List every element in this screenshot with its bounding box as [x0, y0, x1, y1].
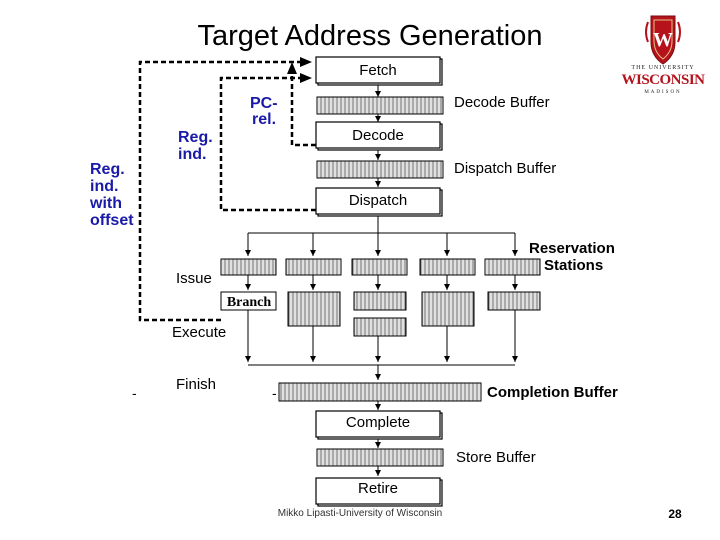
reg-ind-offset-label-2: ind. — [90, 178, 118, 195]
dispatch-label: Dispatch — [349, 192, 407, 209]
store-buffer: Store Buffer — [316, 448, 536, 467]
store-buffer-label: Store Buffer — [456, 449, 536, 466]
university-logo: W THE UNIVERSITY WISCONSIN MADISON — [618, 12, 708, 98]
decode-label: Decode — [352, 127, 404, 144]
completion-buffer-label: Completion Buffer — [487, 384, 618, 401]
logo-line-2: WISCONSIN — [621, 72, 705, 88]
slide-footer: Mikko Lipasti-University of Wisconsin — [277, 508, 443, 519]
reservation-stations-label-1: Reservation — [529, 240, 615, 257]
reg-ind-offset-label-3: with — [89, 195, 122, 212]
fetch-label: Fetch — [359, 62, 397, 79]
dispatch-buffer-label: Dispatch Buffer — [454, 160, 556, 177]
slide-title: Target Address Generation — [197, 20, 543, 52]
dispatch-stage: Dispatch — [315, 187, 443, 217]
reservation-stations-label-2: Stations — [544, 257, 603, 274]
crest-letter: W — [653, 29, 673, 51]
reg-ind-label-2: ind. — [178, 146, 206, 163]
complete-label: Complete — [346, 414, 410, 431]
pc-rel-label-2: rel. — [252, 111, 276, 128]
decode-buffer: Decode Buffer — [316, 94, 550, 115]
dash-mark-2: - — [272, 385, 277, 401]
completion-buffer: Completion Buffer — [278, 382, 618, 402]
reg-ind-offset-label-1: Reg. — [90, 161, 125, 178]
issue-arrows — [245, 275, 518, 290]
dispatch-buffer: Dispatch Buffer — [316, 160, 556, 179]
page-number: 28 — [668, 507, 682, 521]
crest-icon: W — [645, 15, 681, 65]
fetch-stage: Fetch — [315, 56, 443, 86]
dash-mark-1: - — [132, 385, 137, 401]
finish-arrows — [245, 310, 518, 380]
retire-label: Retire — [358, 480, 398, 497]
finish-label: Finish — [176, 376, 216, 393]
pc-rel-label-1: PC- — [250, 95, 278, 112]
dispatch-fanout — [245, 216, 518, 256]
reg-ind-offset-label-4: offset — [90, 212, 134, 229]
retire-stage: Retire — [315, 477, 443, 507]
logo-line-1: THE UNIVERSITY — [631, 65, 695, 71]
feedback-arrowheads — [287, 57, 312, 83]
functional-units: Branch — [220, 291, 541, 337]
decode-stage: Decode — [315, 121, 443, 151]
complete-stage: Complete — [315, 410, 443, 440]
issue-label: Issue — [176, 270, 212, 287]
feedback-paths — [138, 60, 316, 322]
reservation-stations: Reservation Stations — [220, 240, 615, 276]
logo-line-3: MADISON — [644, 90, 682, 95]
branch-unit-label: Branch — [227, 295, 272, 310]
decode-buffer-label: Decode Buffer — [454, 94, 550, 111]
reg-ind-label-1: Reg. — [178, 129, 213, 146]
execute-label: Execute — [172, 324, 226, 341]
